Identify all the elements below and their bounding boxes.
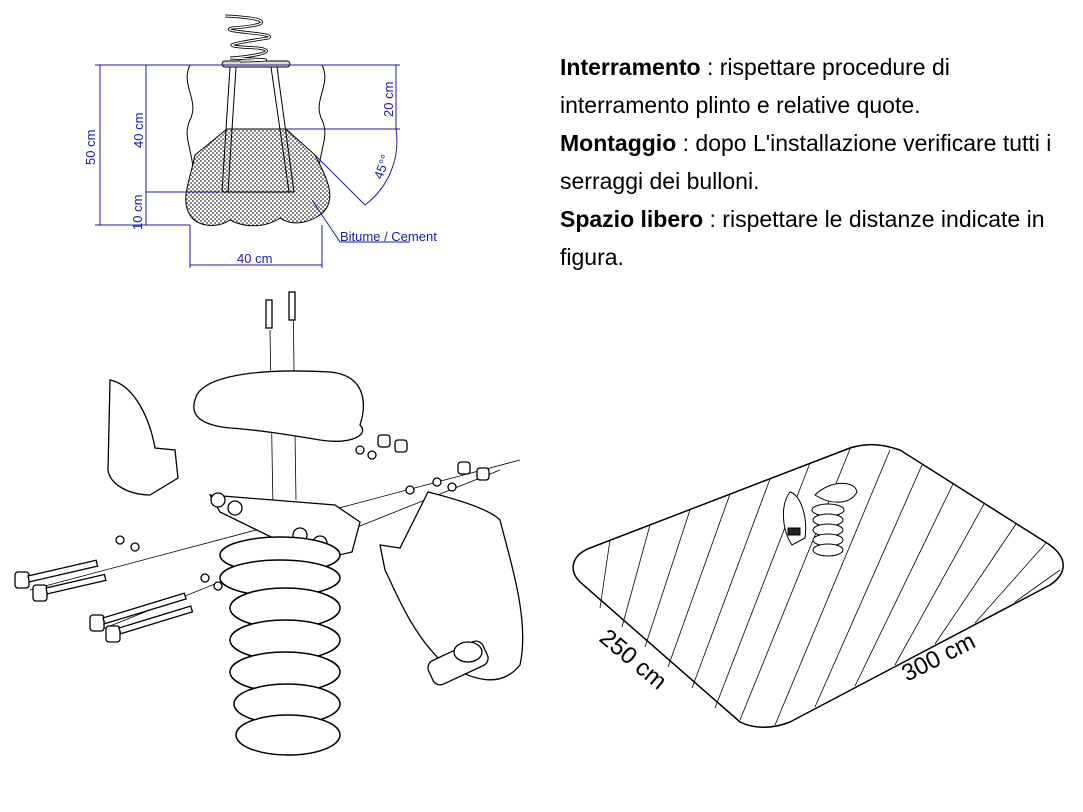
note-burial: Interramento : rispettare procedure di i… <box>560 48 1080 124</box>
note-clearance: Spazio libero : rispettare le distanze i… <box>560 200 1080 276</box>
hatch-lines <box>599 448 1061 726</box>
side-panel <box>379 491 524 681</box>
mini-rider <box>783 482 858 557</box>
bolt-icon <box>288 291 296 321</box>
bolt-icon <box>265 299 273 329</box>
dimension-lines <box>95 64 410 268</box>
note-text: : dopo L'installazione verificare tutti … <box>560 130 1052 194</box>
spring <box>219 536 341 756</box>
back-panel <box>107 379 179 496</box>
bolt-set <box>14 434 490 643</box>
spring-icon-inner <box>224 15 271 62</box>
note-title: Interramento <box>560 54 701 80</box>
note-assembly: Montaggio : dopo L'installazione verific… <box>560 124 1080 200</box>
width-label: 40 cm <box>237 251 272 266</box>
depth-total-label: 50 cm <box>83 130 98 165</box>
safety-area: 250 cm 300 cm <box>572 443 1064 728</box>
concrete-block <box>185 128 331 227</box>
anchor-legs <box>221 66 295 193</box>
safety-area-outline <box>572 443 1064 728</box>
note-title: Spazio libero <box>560 206 704 232</box>
foundation-section: 50 cm 40 cm 10 cm 20 cm 45°° Bitume / Ce… <box>83 14 437 268</box>
note-text: : rispettare procedure di interramento p… <box>560 54 950 118</box>
note-title: Montaggio <box>560 130 677 156</box>
note-text: : rispettare le distanze indicate in fig… <box>560 206 1045 270</box>
depth-base-label: 10 cm <box>130 195 145 230</box>
depth-anchor-label: 40 cm <box>131 113 146 148</box>
seat <box>193 370 364 442</box>
angle-label: 45°° <box>371 153 394 181</box>
material-label: Bitume / Cement <box>340 229 437 244</box>
hole <box>210 492 226 508</box>
hole <box>227 500 243 516</box>
depth-top-label: 20 cm <box>381 82 396 117</box>
installation-notes: Interramento : rispettare procedure di i… <box>560 48 1080 276</box>
grip-handle <box>427 640 489 686</box>
exploded-assembly <box>14 291 524 756</box>
